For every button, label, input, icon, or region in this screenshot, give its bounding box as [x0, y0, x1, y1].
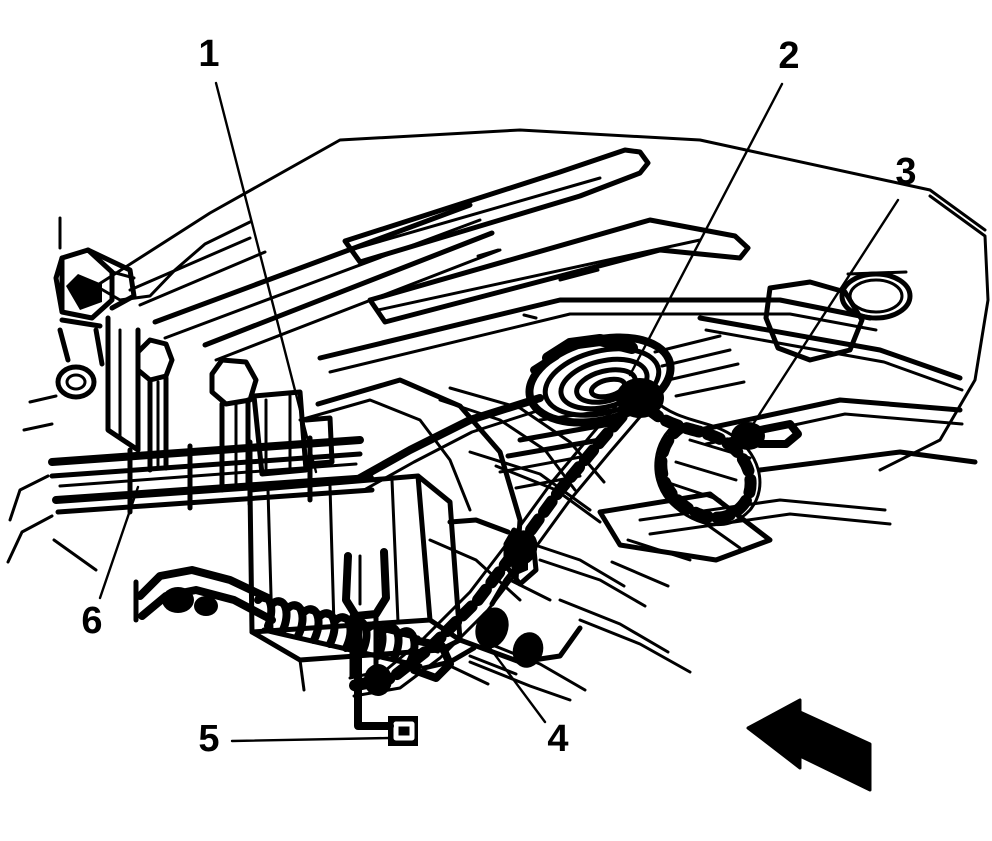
corrugated-hose — [133, 566, 454, 682]
callout-label-3: 3 — [895, 151, 916, 193]
leader-4 — [485, 642, 547, 724]
floor-pan-group — [94, 128, 990, 563]
leader-6 — [98, 485, 140, 600]
callout-label-4: 4 — [547, 718, 568, 760]
leader-3 — [746, 198, 900, 434]
view-direction-arrow — [746, 698, 872, 792]
callout-label-5: 5 — [198, 718, 219, 760]
leader-2 — [628, 82, 784, 377]
callout-label-6: 6 — [81, 600, 102, 642]
leader-5 — [230, 736, 391, 743]
callout-label-2: 2 — [778, 35, 799, 77]
callout-leaders — [98, 81, 900, 743]
callout-label-1: 1 — [198, 33, 219, 75]
harness-clip-bracket — [354, 616, 418, 746]
leader-1 — [214, 81, 318, 474]
coiled-cable-bundle — [498, 333, 746, 490]
callout-labels: 1 2 3 4 5 6 — [81, 33, 916, 760]
center-panel-assembly — [247, 473, 463, 692]
bracket-assembly-left — [6, 216, 375, 572]
